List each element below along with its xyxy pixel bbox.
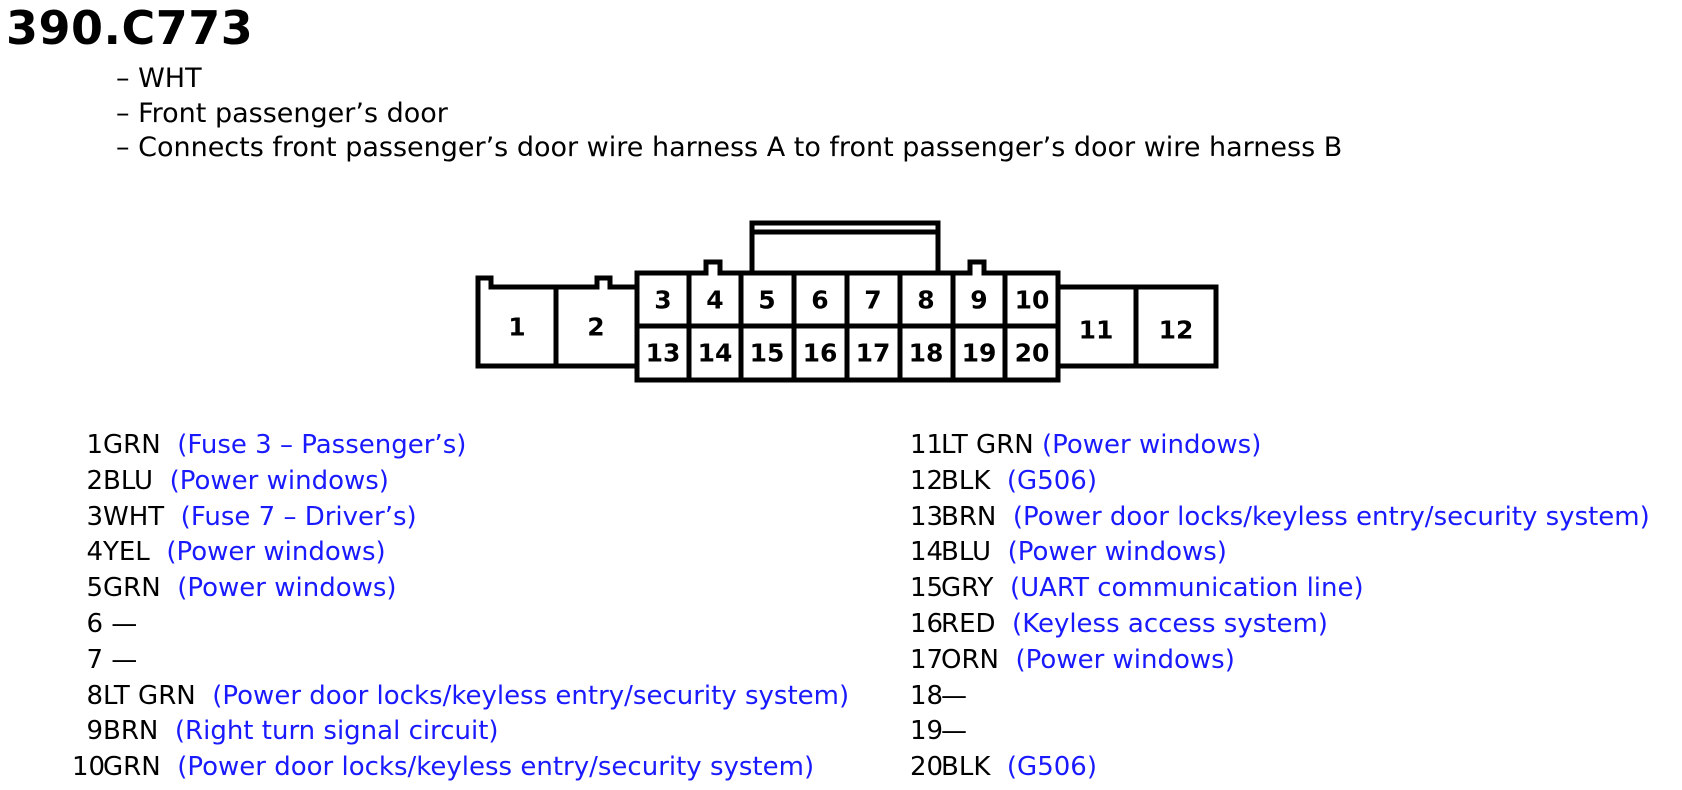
connector-title: 390.C773 — [6, 1, 254, 55]
wire-color: YEL — [103, 537, 150, 568]
latch-housing — [749, 220, 941, 273]
wire-color: LT GRN — [103, 680, 196, 711]
terminal-list-left: 1GRN (Fuse 3 – Passenger’s) 2BLU (Power … — [72, 428, 849, 786]
cavity-label-19: 19 — [962, 339, 997, 368]
cavity-label-18: 18 — [909, 339, 944, 368]
cavity-label-8: 8 — [917, 286, 934, 315]
wire-color: BLU — [103, 465, 154, 496]
wire-color: GRN — [103, 573, 161, 604]
cavity-label-16: 16 — [803, 339, 838, 368]
wire-color: GRN — [103, 752, 161, 783]
cavity-label-14: 14 — [698, 339, 733, 368]
wire-color: — — [111, 644, 138, 675]
left-housing — [475, 275, 637, 369]
connector-color: WHT — [116, 62, 1342, 97]
wire-color: — — [941, 716, 967, 747]
terminal-row: 2BLU (Power windows) — [86, 465, 389, 496]
cavity-label-2: 2 — [587, 313, 604, 342]
circuit-info: (Power windows) — [1015, 644, 1235, 675]
terminal-row: 3WHT (Fuse 7 – Driver’s) — [86, 501, 417, 532]
cavity-label-3: 3 — [654, 286, 671, 315]
circuit-info: (G506) — [1006, 465, 1097, 496]
connector-description: WHT Front passenger’s door Connects fron… — [116, 62, 1342, 166]
circuit-info: (Power door locks/keyless entry/security… — [212, 680, 850, 711]
wire-color: RED — [941, 608, 996, 639]
wire-color: BRN — [941, 501, 997, 532]
terminal-row: 13BRN (Power door locks/keyless entry/se… — [910, 501, 1650, 532]
cavity-label-7: 7 — [864, 286, 881, 315]
cavity-label-12: 12 — [1159, 316, 1194, 345]
connector-function: Connects front passenger’s door wire har… — [116, 131, 1342, 166]
wire-color: — — [941, 680, 967, 711]
connector-location: Front passenger’s door — [116, 97, 1342, 132]
wire-color: LT GRN — [941, 430, 1034, 460]
cavity-label-15: 15 — [750, 339, 785, 368]
terminal-row: 6 — — [86, 608, 138, 639]
circuit-info: (Power windows) — [1007, 537, 1227, 568]
wire-color: GRN — [103, 430, 161, 460]
cavity-label-9: 9 — [970, 286, 987, 315]
terminal-row: 12BLK (G506) — [910, 465, 1097, 496]
cavity-label-17: 17 — [856, 339, 891, 368]
terminal-row: 16RED (Keyless access system) — [910, 608, 1328, 639]
cavity-label-10: 10 — [1015, 286, 1050, 315]
wire-color: BLK — [941, 465, 991, 496]
circuit-info: (Keyless access system) — [1012, 608, 1328, 639]
wire-color: ORN — [941, 644, 999, 675]
terminal-row: 4YEL (Power windows) — [86, 537, 386, 568]
terminal-row: 10GRN (Power door locks/keyless entry/se… — [72, 752, 815, 783]
terminal-row: 7 — — [86, 644, 138, 675]
center-block — [634, 259, 1061, 383]
circuit-info: (Power door locks/keyless entry/security… — [1012, 501, 1650, 532]
cavity-label-20: 20 — [1015, 339, 1050, 368]
terminal-row: 1GRN (Fuse 3 – Passenger’s) — [86, 430, 467, 460]
cavity-label-4: 4 — [706, 286, 723, 315]
terminal-list-right: 11LT GRN (Power windows) 12BLK (G506) 13… — [910, 428, 1650, 786]
circuit-info: (Power windows) — [1041, 430, 1262, 460]
connector-face-diagram: 1 2 3 4 5 6 7 8 9 10 11 12 13 14 15 16 1… — [475, 220, 1219, 383]
wire-color: — — [111, 608, 138, 639]
circuit-info: (Power windows) — [169, 465, 389, 496]
wire-color: GRY — [941, 573, 994, 604]
terminal-row: 9BRN (Right turn signal circuit) — [86, 716, 499, 747]
terminal-row: 19— — [910, 716, 967, 747]
terminal-row: 20BLK (G506) — [910, 752, 1097, 783]
circuit-info: (Power windows) — [166, 537, 386, 568]
cavity-label-13: 13 — [646, 339, 681, 368]
terminal-row: 15GRY (UART communication line) — [910, 573, 1364, 604]
circuit-info: (Right turn signal circuit) — [174, 716, 499, 747]
circuit-info: (Fuse 7 – Driver’s) — [180, 501, 417, 532]
cavity-label-11: 11 — [1079, 316, 1114, 345]
terminal-row: 17ORN (Power windows) — [910, 644, 1235, 675]
wire-color: WHT — [103, 501, 165, 532]
wire-color: BLK — [941, 752, 991, 783]
cavity-label-6: 6 — [811, 286, 828, 315]
circuit-info: (G506) — [1006, 752, 1097, 783]
cavity-label-5: 5 — [758, 286, 775, 315]
cavity-label-1: 1 — [508, 313, 525, 342]
terminal-row: 5GRN (Power windows) — [86, 573, 397, 604]
terminal-row: 18— — [910, 680, 967, 711]
circuit-info: (Power door locks/keyless entry/security… — [177, 752, 815, 783]
terminal-row: 14BLU (Power windows) — [910, 537, 1227, 568]
circuit-info: (UART communication line) — [1009, 573, 1364, 604]
wire-color: BLU — [941, 537, 992, 568]
wire-color: BRN — [103, 716, 159, 747]
circuit-info: (Fuse 3 – Passenger’s) — [177, 430, 467, 460]
circuit-info: (Power windows) — [177, 573, 397, 604]
terminal-row: 11LT GRN (Power windows) — [910, 430, 1262, 460]
terminal-row: 8LT GRN (Power door locks/keyless entry/… — [86, 680, 850, 711]
